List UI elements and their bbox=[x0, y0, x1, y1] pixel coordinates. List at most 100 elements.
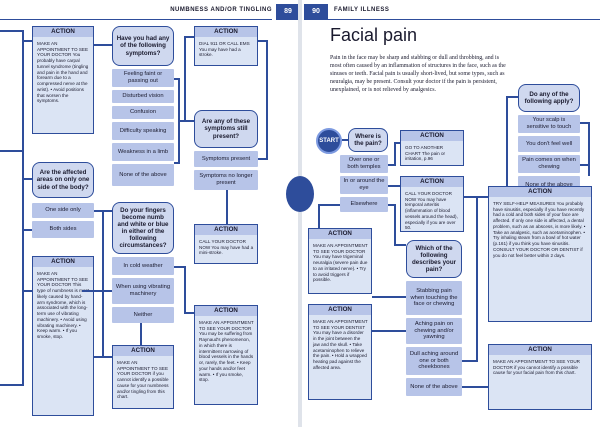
question-one-side: Are the affected areas on only one side … bbox=[32, 162, 94, 198]
connector bbox=[318, 204, 320, 230]
action-title: ACTION bbox=[33, 257, 93, 267]
right-page: 90 FAMILY ILLNESS Facial pain Pain in th… bbox=[300, 0, 600, 427]
action-title: ACTION bbox=[489, 345, 591, 355]
action-text: MAKE AN APPOINTMENT TO SEE YOUR DENTIST … bbox=[313, 319, 368, 370]
action-text: MAKE AN APPOINTMENT TO SEE YOUR DOCTOR Y… bbox=[199, 320, 254, 383]
connector bbox=[388, 204, 396, 206]
connector bbox=[22, 178, 32, 180]
action-temporal-arteritis: ACTION CALL YOUR DOCTOR NOW You may have… bbox=[400, 176, 464, 232]
connector bbox=[258, 40, 268, 42]
option-over-temples[interactable]: Over one or both temples bbox=[340, 155, 388, 173]
intro-paragraph: Pain in the face may be sharp and stabbi… bbox=[330, 55, 506, 93]
option-scalp-sensitive[interactable]: Your scalp is sensitive to touch bbox=[518, 115, 580, 133]
page-tab-marker bbox=[286, 176, 314, 212]
action-title: ACTION bbox=[195, 225, 257, 235]
connector bbox=[184, 36, 186, 122]
connector bbox=[140, 323, 142, 345]
action-no-cause-right: ACTION MAKE AN APPOINTMENT TO SEE YOUR D… bbox=[488, 344, 592, 410]
action-text: MAKE AN APPOINTMENT TO SEE YOUR DOCTOR Y… bbox=[37, 41, 89, 104]
action-title: ACTION bbox=[33, 27, 93, 37]
action-title: ACTION bbox=[401, 131, 463, 141]
connector bbox=[174, 266, 186, 268]
option-vibrating-machinery[interactable]: When using vibrating machinery bbox=[112, 278, 174, 304]
option-none-of-above-2[interactable]: None of the above bbox=[406, 378, 462, 396]
connector bbox=[372, 296, 406, 298]
connector bbox=[506, 96, 508, 196]
option-neither[interactable]: Neither bbox=[112, 307, 174, 323]
connector bbox=[580, 122, 590, 124]
option-none-of-above[interactable]: None of the above bbox=[112, 164, 174, 186]
connector bbox=[22, 290, 32, 292]
connector bbox=[174, 78, 180, 80]
question-describes-pain: Which of the following describes your pa… bbox=[406, 240, 462, 278]
action-no-cause-left: ACTION MAKE AN APPOINTMENT TO SEE YOUR D… bbox=[112, 345, 174, 409]
option-pain-chewing[interactable]: Pain comes on when chewing bbox=[518, 155, 580, 173]
connector bbox=[94, 356, 112, 358]
connector bbox=[388, 164, 396, 166]
left-header-rule bbox=[0, 19, 272, 20]
connector bbox=[22, 229, 32, 231]
action-text: MAKE AN APPOINTMENT TO SEE YOUR DOCTOR Y… bbox=[313, 243, 368, 283]
action-self-help: ACTION TRY SELF-HELP MEASURES You probab… bbox=[488, 186, 592, 322]
connector bbox=[102, 210, 104, 356]
connector bbox=[394, 244, 406, 246]
connector bbox=[184, 36, 194, 38]
connector bbox=[394, 142, 400, 144]
connector bbox=[464, 196, 508, 198]
action-hand-arm: ACTION MAKE AN APPOINTMENT TO SEE YOUR D… bbox=[32, 256, 94, 416]
left-page-number: 89 bbox=[276, 4, 300, 20]
connector bbox=[388, 185, 400, 187]
option-weakness-limb[interactable]: Weakness in a limb bbox=[112, 143, 174, 161]
option-elsewhere[interactable]: Elsewhere bbox=[340, 197, 388, 212]
book-gutter bbox=[298, 0, 302, 427]
connector bbox=[0, 150, 24, 152]
option-confusion[interactable]: Confusion bbox=[112, 106, 174, 119]
option-stabbing-pain[interactable]: Stabbing pain when touching the face or … bbox=[406, 281, 462, 315]
connector bbox=[82, 290, 112, 292]
option-aching-pain[interactable]: Aching pain on chewing and/or yawning bbox=[406, 318, 462, 344]
option-symptoms-present[interactable]: Symptoms present bbox=[194, 151, 258, 167]
connector bbox=[394, 204, 396, 246]
action-text: CALL YOUR DOCTOR NOW You may have had a … bbox=[199, 239, 254, 256]
question-following-apply: Do any of the following apply? bbox=[518, 84, 580, 112]
connector bbox=[258, 158, 268, 160]
connector bbox=[462, 360, 478, 362]
action-carpal-tunnel: ACTION MAKE AN APPOINTMENT TO SEE YOUR D… bbox=[32, 26, 94, 134]
connector bbox=[174, 162, 180, 164]
action-title: ACTION bbox=[195, 306, 257, 316]
option-dont-feel-well[interactable]: You don't feel well bbox=[518, 136, 580, 152]
connector-left-margin bbox=[22, 30, 24, 386]
option-cold-weather[interactable]: In cold weather bbox=[112, 257, 174, 275]
right-page-number: 90 bbox=[304, 4, 328, 20]
option-no-longer-present[interactable]: Symptoms no longer present bbox=[194, 170, 258, 190]
action-title: ACTION bbox=[309, 305, 371, 315]
option-one-side-only[interactable]: One side only bbox=[32, 203, 94, 218]
connector bbox=[342, 139, 348, 141]
option-both-sides[interactable]: Both sides bbox=[32, 221, 94, 238]
option-difficulty-speaking[interactable]: Difficulty speaking bbox=[112, 122, 174, 140]
right-header-rule bbox=[304, 19, 600, 20]
connector bbox=[372, 330, 406, 332]
option-dull-aching[interactable]: Dull aching around one or both cheekbone… bbox=[406, 347, 462, 375]
action-see-dentist: ACTION MAKE AN APPOINTMENT TO SEE YOUR D… bbox=[308, 304, 372, 400]
action-title: ACTION bbox=[401, 177, 463, 187]
connector bbox=[184, 312, 194, 314]
right-header-title: FAMILY ILLNESS bbox=[334, 7, 390, 13]
question-where-pain: Where is the pain? bbox=[348, 128, 388, 152]
connector bbox=[226, 190, 228, 224]
connector bbox=[394, 142, 396, 166]
question-symptoms: Have you had any of the following sympto… bbox=[112, 26, 174, 66]
connector bbox=[476, 196, 478, 362]
right-header: 90 FAMILY ILLNESS bbox=[300, 4, 600, 20]
connector bbox=[588, 122, 590, 176]
action-title: ACTION bbox=[195, 27, 257, 37]
option-feeling-faint[interactable]: Feeling faint or passing out bbox=[112, 69, 174, 87]
option-around-eye[interactable]: In or around the eye bbox=[340, 176, 388, 194]
connector bbox=[94, 44, 112, 46]
connector bbox=[266, 40, 268, 160]
action-raynaud: ACTION MAKE AN APPOINTMENT TO SEE YOUR D… bbox=[194, 305, 258, 405]
option-disturbed-vision[interactable]: Disturbed vision bbox=[112, 90, 174, 103]
connector bbox=[318, 204, 340, 206]
connector bbox=[580, 164, 590, 166]
connector bbox=[184, 266, 186, 312]
